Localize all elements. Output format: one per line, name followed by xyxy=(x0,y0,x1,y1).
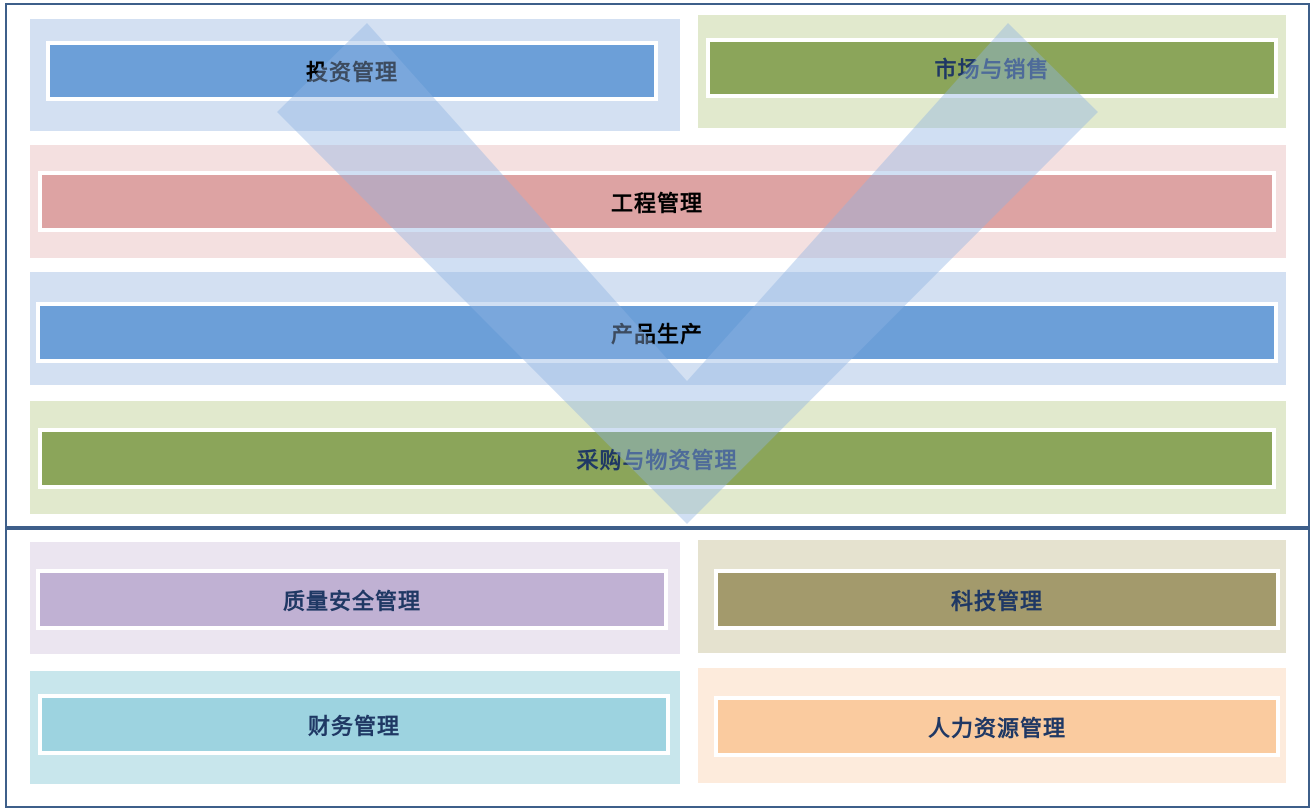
investment-bar: 投资管理 xyxy=(46,41,658,101)
quality-safety-label: 质量安全管理 xyxy=(282,589,421,615)
support-functions-frame xyxy=(5,526,1310,808)
procurement-bar: 采购与物资管理 xyxy=(38,428,1276,489)
core-business-frame xyxy=(5,3,1310,530)
technology-bar: 科技管理 xyxy=(714,569,1280,630)
quality-safety-bar: 质量安全管理 xyxy=(36,569,668,630)
procurement-label: 采购与物资管理 xyxy=(576,448,738,474)
technology-label: 科技管理 xyxy=(950,589,1043,615)
investment-label: 投资管理 xyxy=(305,61,398,86)
finance-label: 财务管理 xyxy=(307,714,400,740)
engineering-label: 工程管理 xyxy=(610,191,703,217)
marketing-label: 市场与销售 xyxy=(934,58,1050,83)
production-bar: 产品生产 xyxy=(36,302,1278,363)
engineering-bar: 工程管理 xyxy=(38,171,1276,232)
production-label: 产品生产 xyxy=(610,322,703,348)
marketing-bar: 市场与销售 xyxy=(706,38,1278,98)
human-resources-bar: 人力资源管理 xyxy=(714,696,1280,757)
human-resources-label: 人力资源管理 xyxy=(927,716,1066,742)
finance-bar: 财务管理 xyxy=(38,694,670,755)
